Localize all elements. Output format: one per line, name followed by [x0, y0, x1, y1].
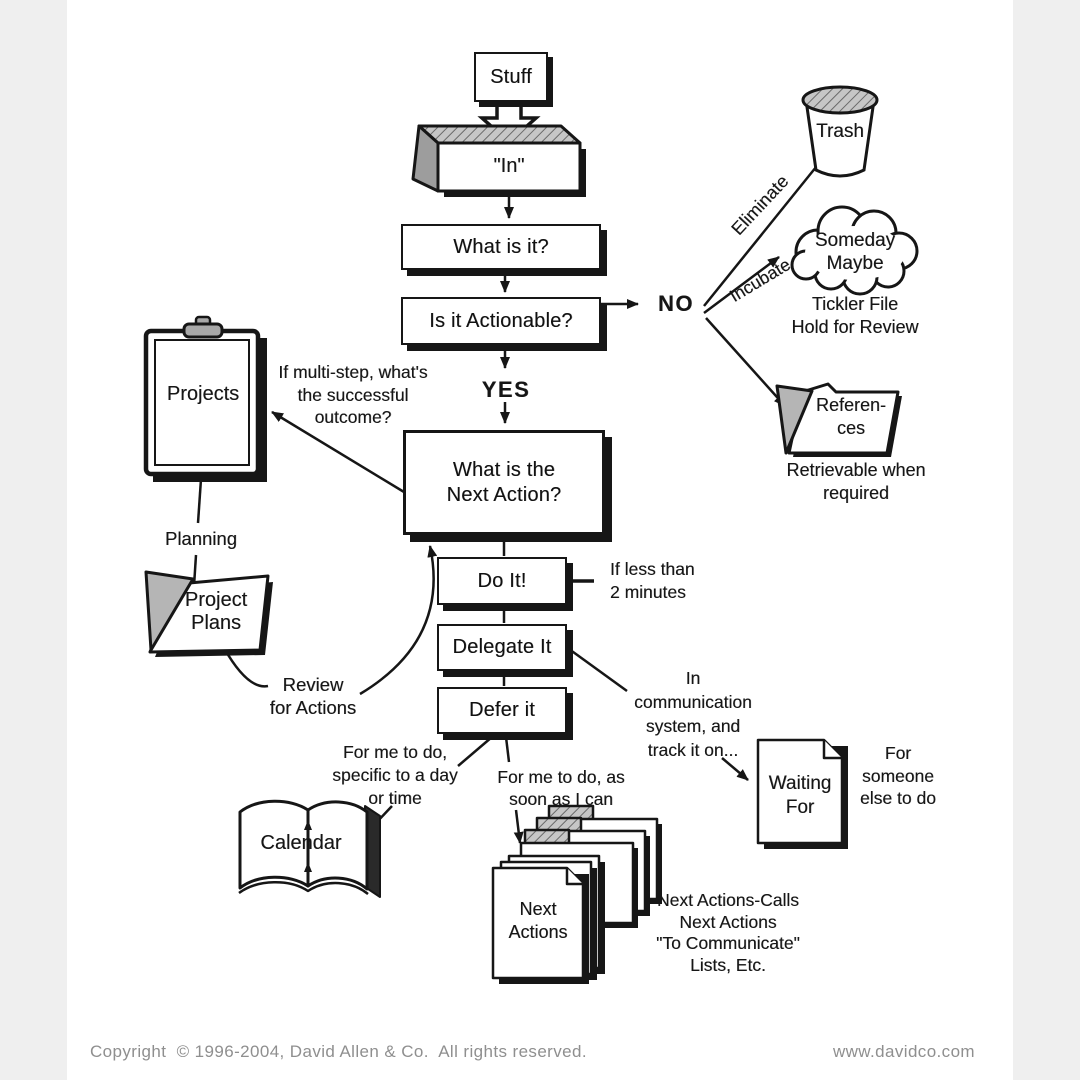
copyright-text: Copyright © 1996-2004, David Allen & Co.…	[90, 1042, 587, 1061]
project-plans-label: Project Plans	[184, 589, 248, 634]
waiting-for-document-icon	[756, 738, 848, 849]
curve-review-to-nextaction	[359, 545, 438, 696]
line-defer-to-daytext	[457, 736, 493, 767]
projects-clipboard-icon	[143, 315, 267, 482]
calendar-label: Calendar	[260, 832, 342, 854]
is-it-actionable-box: Is it Actionable?	[401, 297, 601, 345]
right-margin	[1013, 0, 1080, 1080]
line-defer-to-soontext	[504, 736, 511, 763]
arrow-communication-to-waitingfor	[721, 757, 749, 781]
review-for-actions-label: Review for Actions	[269, 674, 357, 718]
next-action-line2: Next Action?	[446, 483, 562, 506]
retrievable-label: Retrievable when required	[786, 460, 926, 503]
someday-maybe-cloud	[790, 205, 919, 296]
defer-soon-label: For me to do, as soon as I can	[497, 767, 625, 809]
tickler-file-label: Tickler File Hold for Review	[791, 294, 919, 337]
someday-maybe-label: Someday Maybe	[814, 230, 896, 274]
defer-it-box: Defer it	[437, 687, 567, 734]
line-delegate-to-communication	[568, 647, 628, 693]
next-actions-label: Next Actions	[508, 899, 568, 942]
arrow-soontext-to-stack	[513, 809, 524, 844]
arrow-incubate-to-cloud	[703, 255, 780, 315]
calendar-icon	[238, 799, 381, 898]
no-label: NO	[658, 291, 694, 316]
someone-else-label: For someone else to do	[860, 743, 936, 808]
in-tray-label: "In"	[493, 155, 525, 177]
two-minutes-label: If less than 2 minutes	[610, 559, 695, 602]
line-projects-to-planning-1	[196, 478, 203, 524]
in-tray-icon	[411, 124, 586, 197]
what-is-it-box: What is it?	[401, 224, 601, 270]
lists-label: Next Actions-Calls Next Actions "To Comm…	[656, 890, 800, 975]
multi-step-label: If multi-step, what's the successful out…	[278, 362, 428, 427]
arrow-eliminate-to-trash	[703, 145, 834, 307]
next-action-line1: What is the	[452, 458, 556, 481]
line-planning-to-projectplans	[192, 554, 198, 587]
references-folder-icon	[775, 382, 902, 457]
trash-icon	[801, 85, 879, 178]
next-action-box: What is the Next Action?	[403, 430, 605, 535]
references-label: Referen- ces	[815, 395, 887, 438]
arrow-nextaction-to-projects	[271, 410, 405, 494]
projects-label: Projects	[166, 383, 240, 405]
waiting-for-label: Waiting For	[768, 773, 832, 818]
delegate-it-box: Delegate It	[437, 624, 567, 671]
stuff-box: Stuff	[474, 52, 548, 102]
communication-label: In communication system, and track it on…	[634, 668, 752, 760]
yes-label: YES	[481, 377, 531, 402]
project-plans-folder-icon	[144, 570, 273, 657]
arrow-no-to-references	[705, 317, 786, 407]
planning-label: Planning	[164, 528, 237, 549]
next-actions-stack-icon	[491, 804, 662, 984]
do-it-box: Do It!	[437, 557, 567, 605]
defer-day-label: For me to do, specific to a day or time	[332, 742, 458, 808]
left-margin	[0, 0, 67, 1080]
trash-label: Trash	[816, 121, 864, 142]
website-text: www.davidco.com	[832, 1042, 975, 1061]
